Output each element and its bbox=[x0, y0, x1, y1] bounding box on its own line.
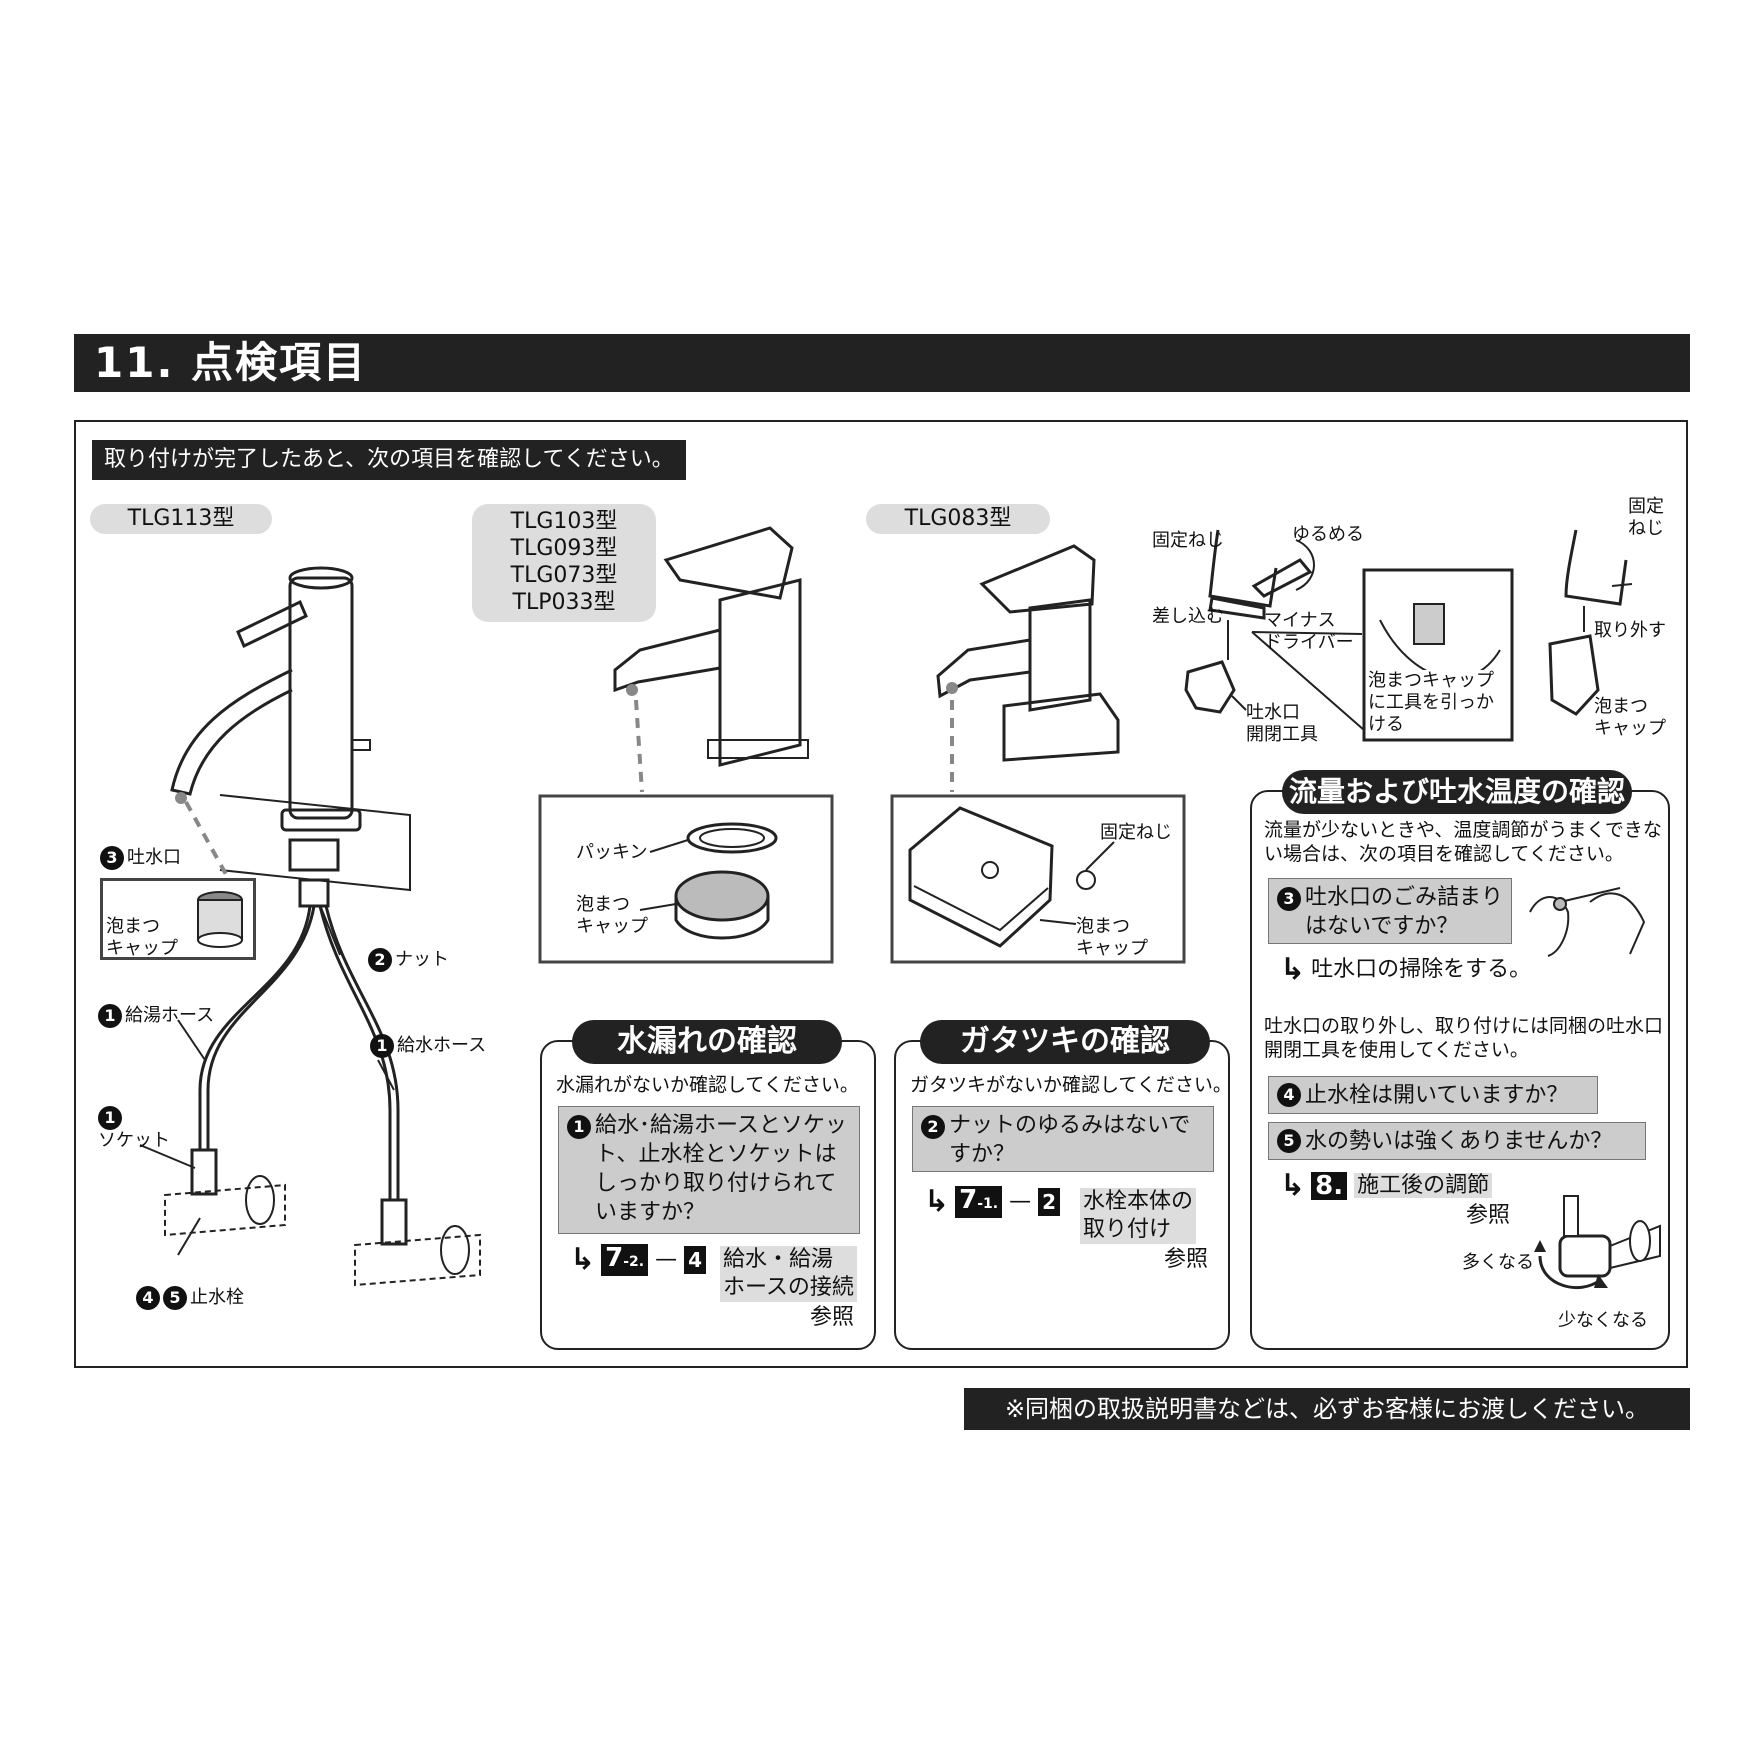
arrow-right-icon: ↳ bbox=[1280, 1168, 1306, 1203]
panel-leak-reference: ↳7-2. — 4 bbox=[570, 1244, 870, 1276]
num-badge: 3 bbox=[1277, 887, 1301, 911]
tool-label: 吐水口 開閉工具 bbox=[1246, 702, 1318, 745]
model-tlg113: TLG113型 bbox=[90, 504, 272, 534]
num-badge: 1 bbox=[98, 1004, 122, 1028]
ref-sub: -2. bbox=[623, 1254, 645, 1270]
ref-item: 4 bbox=[684, 1246, 707, 1274]
question-text: 給水･給湯ホースとソケット、止水栓とソケットはしっかり取り付けられていますか？ bbox=[595, 1113, 847, 1225]
panel-flow-q5: 5 水の勢いは強くありませんか？ bbox=[1268, 1122, 1646, 1160]
arrow-right-icon: ↳ bbox=[570, 1242, 596, 1277]
panel-wobble-ref-text: 水栓本体の 取り付け bbox=[1080, 1188, 1197, 1244]
panel-wobble-question: 2 ナットのゆるみはないですか？ bbox=[912, 1106, 1214, 1172]
num-badge: 5 bbox=[1277, 1129, 1301, 1153]
label-text: ソケット bbox=[98, 1130, 170, 1151]
num-badge: 4 bbox=[136, 1286, 160, 1310]
num-badge: 2 bbox=[368, 948, 392, 972]
more-label: 多くなる bbox=[1462, 1252, 1534, 1273]
question-text: ナットのゆるみはないですか？ bbox=[949, 1113, 1191, 1167]
answer-text: 吐水口の掃除をする。 bbox=[1311, 957, 1532, 982]
less-label: 少なくなる bbox=[1558, 1310, 1648, 1331]
aerator-box bbox=[100, 878, 256, 960]
stop-valve-adjust-illustration bbox=[1534, 1195, 1661, 1290]
aerator-cap-label-right: 泡まつ キャップ bbox=[1594, 696, 1666, 739]
arrow-right-icon: ↳ bbox=[1280, 952, 1306, 987]
aerator-cap-icon bbox=[197, 891, 243, 948]
section-title: 11. 点検項目 bbox=[74, 334, 1690, 392]
ref-item: 2 bbox=[1038, 1188, 1061, 1216]
num-badge: 2 bbox=[921, 1115, 945, 1139]
panel-leak-title: 水漏れの確認 bbox=[572, 1020, 842, 1064]
label-text: 給湯ホース bbox=[125, 1005, 215, 1026]
model-name: TLG093型 bbox=[510, 536, 618, 561]
ref-num: 7 bbox=[959, 1185, 978, 1215]
ref-number: 7-1. bbox=[955, 1185, 1003, 1218]
panel-wobble-ref-suffix: 参照 bbox=[1164, 1247, 1209, 1272]
ref-text: 施工後の調節 bbox=[1354, 1173, 1493, 1198]
arrow-right-icon: ↳ bbox=[924, 1184, 950, 1219]
question-text: 止水栓は開いていますか？ bbox=[1305, 1083, 1569, 1108]
question-text: 水の勢いは強くありませんか？ bbox=[1305, 1129, 1613, 1154]
question-text: 吐水口のごみ詰まりはないですか？ bbox=[1305, 885, 1504, 939]
fixing-screw-label-mid: 固定ねじ bbox=[1100, 822, 1172, 843]
label-text: ナット bbox=[395, 949, 449, 970]
panel-flow-ref-suffix: 参照 bbox=[1466, 1203, 1511, 1228]
ref-number: 7-2. bbox=[601, 1243, 649, 1276]
panel-leak-question: 1 給水･給湯ホースとソケット、止水栓とソケットはしっかり取り付けられていますか… bbox=[558, 1106, 860, 1234]
fixing-screw-label-right2: 固定 ねじ bbox=[1628, 496, 1664, 539]
panel-flow-q3: 3 吐水口のごみ詰まりはないですか？ bbox=[1268, 878, 1512, 944]
hook-tool-label: 泡まつキャップ に工具を引っか ける bbox=[1368, 670, 1494, 736]
panel-wobble-desc: ガタツキがないか確認してください。 bbox=[910, 1074, 1232, 1096]
main-frame bbox=[74, 420, 1688, 1368]
model-group: TLG103型 TLG093型 TLG073型 TLP033型 bbox=[472, 504, 656, 622]
panel-wobble-title: ガタツキの確認 bbox=[920, 1020, 1210, 1064]
num-badge: 1 bbox=[98, 1106, 122, 1130]
intro-text: 取り付けが完了したあと、次の項目を確認してください。 bbox=[92, 440, 686, 480]
label-text: 吐水口 bbox=[127, 847, 181, 868]
footer-note: ※同梱の取扱説明書などは、必ずお客様にお渡しください。 bbox=[964, 1388, 1690, 1430]
cleaning-hands-illustration bbox=[1529, 887, 1646, 957]
ref-num: 7 bbox=[605, 1243, 624, 1273]
packing-label: パッキン bbox=[576, 842, 648, 863]
aerator-cap-label-mid2: 泡まつ キャップ bbox=[1076, 916, 1148, 959]
remove-label: 取り外す bbox=[1594, 620, 1666, 641]
panel-flow-title: 流量および吐水温度の確認 bbox=[1282, 770, 1632, 814]
ref-number: 8. bbox=[1311, 1172, 1348, 1200]
num-badge: 3 bbox=[100, 846, 124, 870]
panel-wobble-reference: ↳7-1. — 2 bbox=[924, 1186, 1224, 1218]
num-badge: 5 bbox=[163, 1286, 187, 1310]
num-badge: 4 bbox=[1277, 1083, 1301, 1107]
ref-sub: -1. bbox=[977, 1196, 999, 1212]
model-name: TLG103型 bbox=[510, 509, 618, 534]
label-text: 給水ホース bbox=[397, 1035, 487, 1056]
panel-leak-ref-text: 給水・給湯 ホースの接続 bbox=[720, 1246, 857, 1302]
num-badge: 1 bbox=[370, 1034, 394, 1058]
panel-flow-note: 吐水口の取り外し、取り付けには同梱の吐水口開閉工具を使用してください。 bbox=[1264, 1015, 1664, 1061]
aerator-cap-label: 泡まつ キャップ bbox=[106, 916, 178, 959]
panel-flow-a3: ↳吐水口の掃除をする。 bbox=[1280, 955, 1532, 985]
panel-leak-ref-suffix: 参照 bbox=[810, 1305, 855, 1330]
screwdriver-label: マイナス ドライバー bbox=[1264, 610, 1354, 653]
fixing-screw-label-right: 固定ねじ bbox=[1152, 530, 1224, 551]
panel-flow-reference: ↳8. 施工後の調節 bbox=[1280, 1171, 1493, 1201]
aerator-cap-label-mid: 泡まつ キャップ bbox=[576, 894, 648, 937]
loosen-label: ゆるめる bbox=[1292, 524, 1364, 545]
panel-leak-desc: 水漏れがないか確認してください。 bbox=[556, 1074, 859, 1096]
model-tlg083: TLG083型 bbox=[866, 504, 1050, 534]
num-badge: 1 bbox=[567, 1115, 591, 1139]
model-name: TLP033型 bbox=[512, 590, 616, 615]
label-text: 止水栓 bbox=[190, 1287, 244, 1308]
model-name: TLG073型 bbox=[510, 563, 618, 588]
panel-flow-q4: 4 止水栓は開いていますか？ bbox=[1268, 1076, 1598, 1114]
insert-label: 差し込む bbox=[1152, 606, 1224, 627]
panel-flow-desc: 流量が少ないときや、温度調節がうまくできない場合は、次の項目を確認してください。 bbox=[1264, 819, 1662, 865]
